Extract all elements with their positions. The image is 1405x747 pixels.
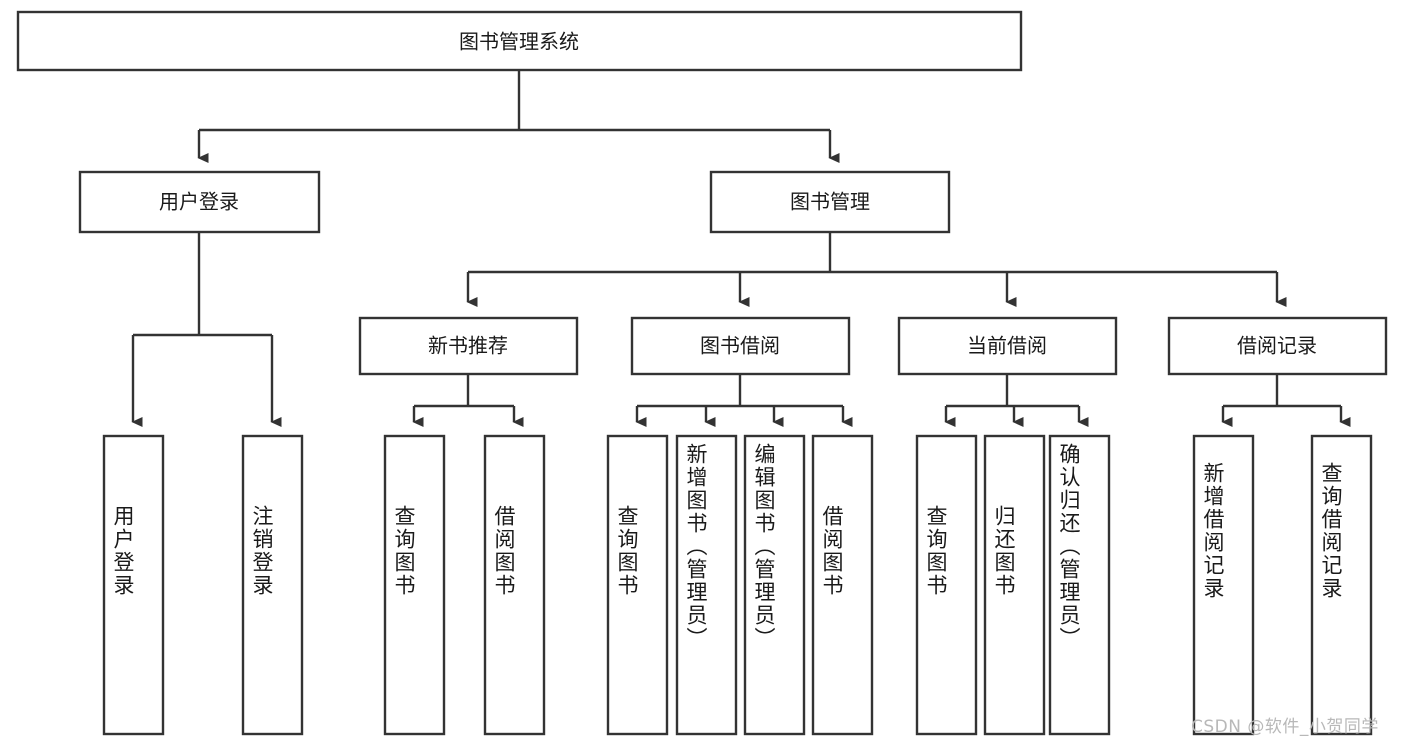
node-leaf-return-book[interactable] [983,434,1046,736]
connector-new-book-to-leaves [412,374,524,427]
node-leaf-query-record[interactable] [1310,434,1373,736]
node-current-borrow-label: 当前借阅 [967,334,1047,358]
csdn-watermark: CSDN @软件_小贺同学 [1191,717,1379,737]
connector-book-borrow-to-leaves [635,374,853,427]
node-leaf-add-record[interactable] [1192,434,1255,736]
node-leaf-user-login[interactable] [102,434,165,736]
node-user-login-label: 用户登录 [159,190,239,214]
node-book-borrow[interactable]: 图书借阅 [630,316,851,376]
connector-user-login-to-leaves [131,232,282,427]
node-user-login[interactable]: 用户登录 [78,170,321,234]
node-leaf-logout[interactable] [241,434,304,736]
node-book-manage[interactable]: 图书管理 [709,170,951,234]
node-leaf-query-book-3[interactable] [915,434,978,736]
node-leaf-borrow-book-1[interactable] [483,434,546,736]
connector-current-borrow-to-leaves [944,374,1089,427]
connector-book-manage-to-level2 [466,232,1287,307]
node-leaf-add-book[interactable] [675,434,738,736]
node-leaf-edit-book[interactable] [743,434,806,736]
node-book-manage-label: 图书管理 [790,190,870,214]
node-leaf-confirm-return[interactable] [1048,434,1111,736]
node-borrow-record[interactable]: 借阅记录 [1167,316,1388,376]
node-leaf-query-book-1[interactable] [383,434,446,736]
connector-borrow-record-to-leaves [1221,374,1351,427]
node-root-label: 图书管理系统 [459,30,579,54]
node-leaf-borrow-book-2[interactable] [811,434,874,736]
node-current-borrow[interactable]: 当前借阅 [897,316,1118,376]
node-book-borrow-label: 图书借阅 [700,334,780,358]
node-leaf-query-book-2[interactable] [606,434,669,736]
connector-root-to-level1 [197,70,840,163]
node-new-book-recommend[interactable]: 新书推荐 [358,316,579,376]
node-borrow-record-label: 借阅记录 [1237,334,1317,358]
node-new-book-recommend-label: 新书推荐 [428,334,508,358]
node-root[interactable]: 图书管理系统 [16,10,1023,72]
